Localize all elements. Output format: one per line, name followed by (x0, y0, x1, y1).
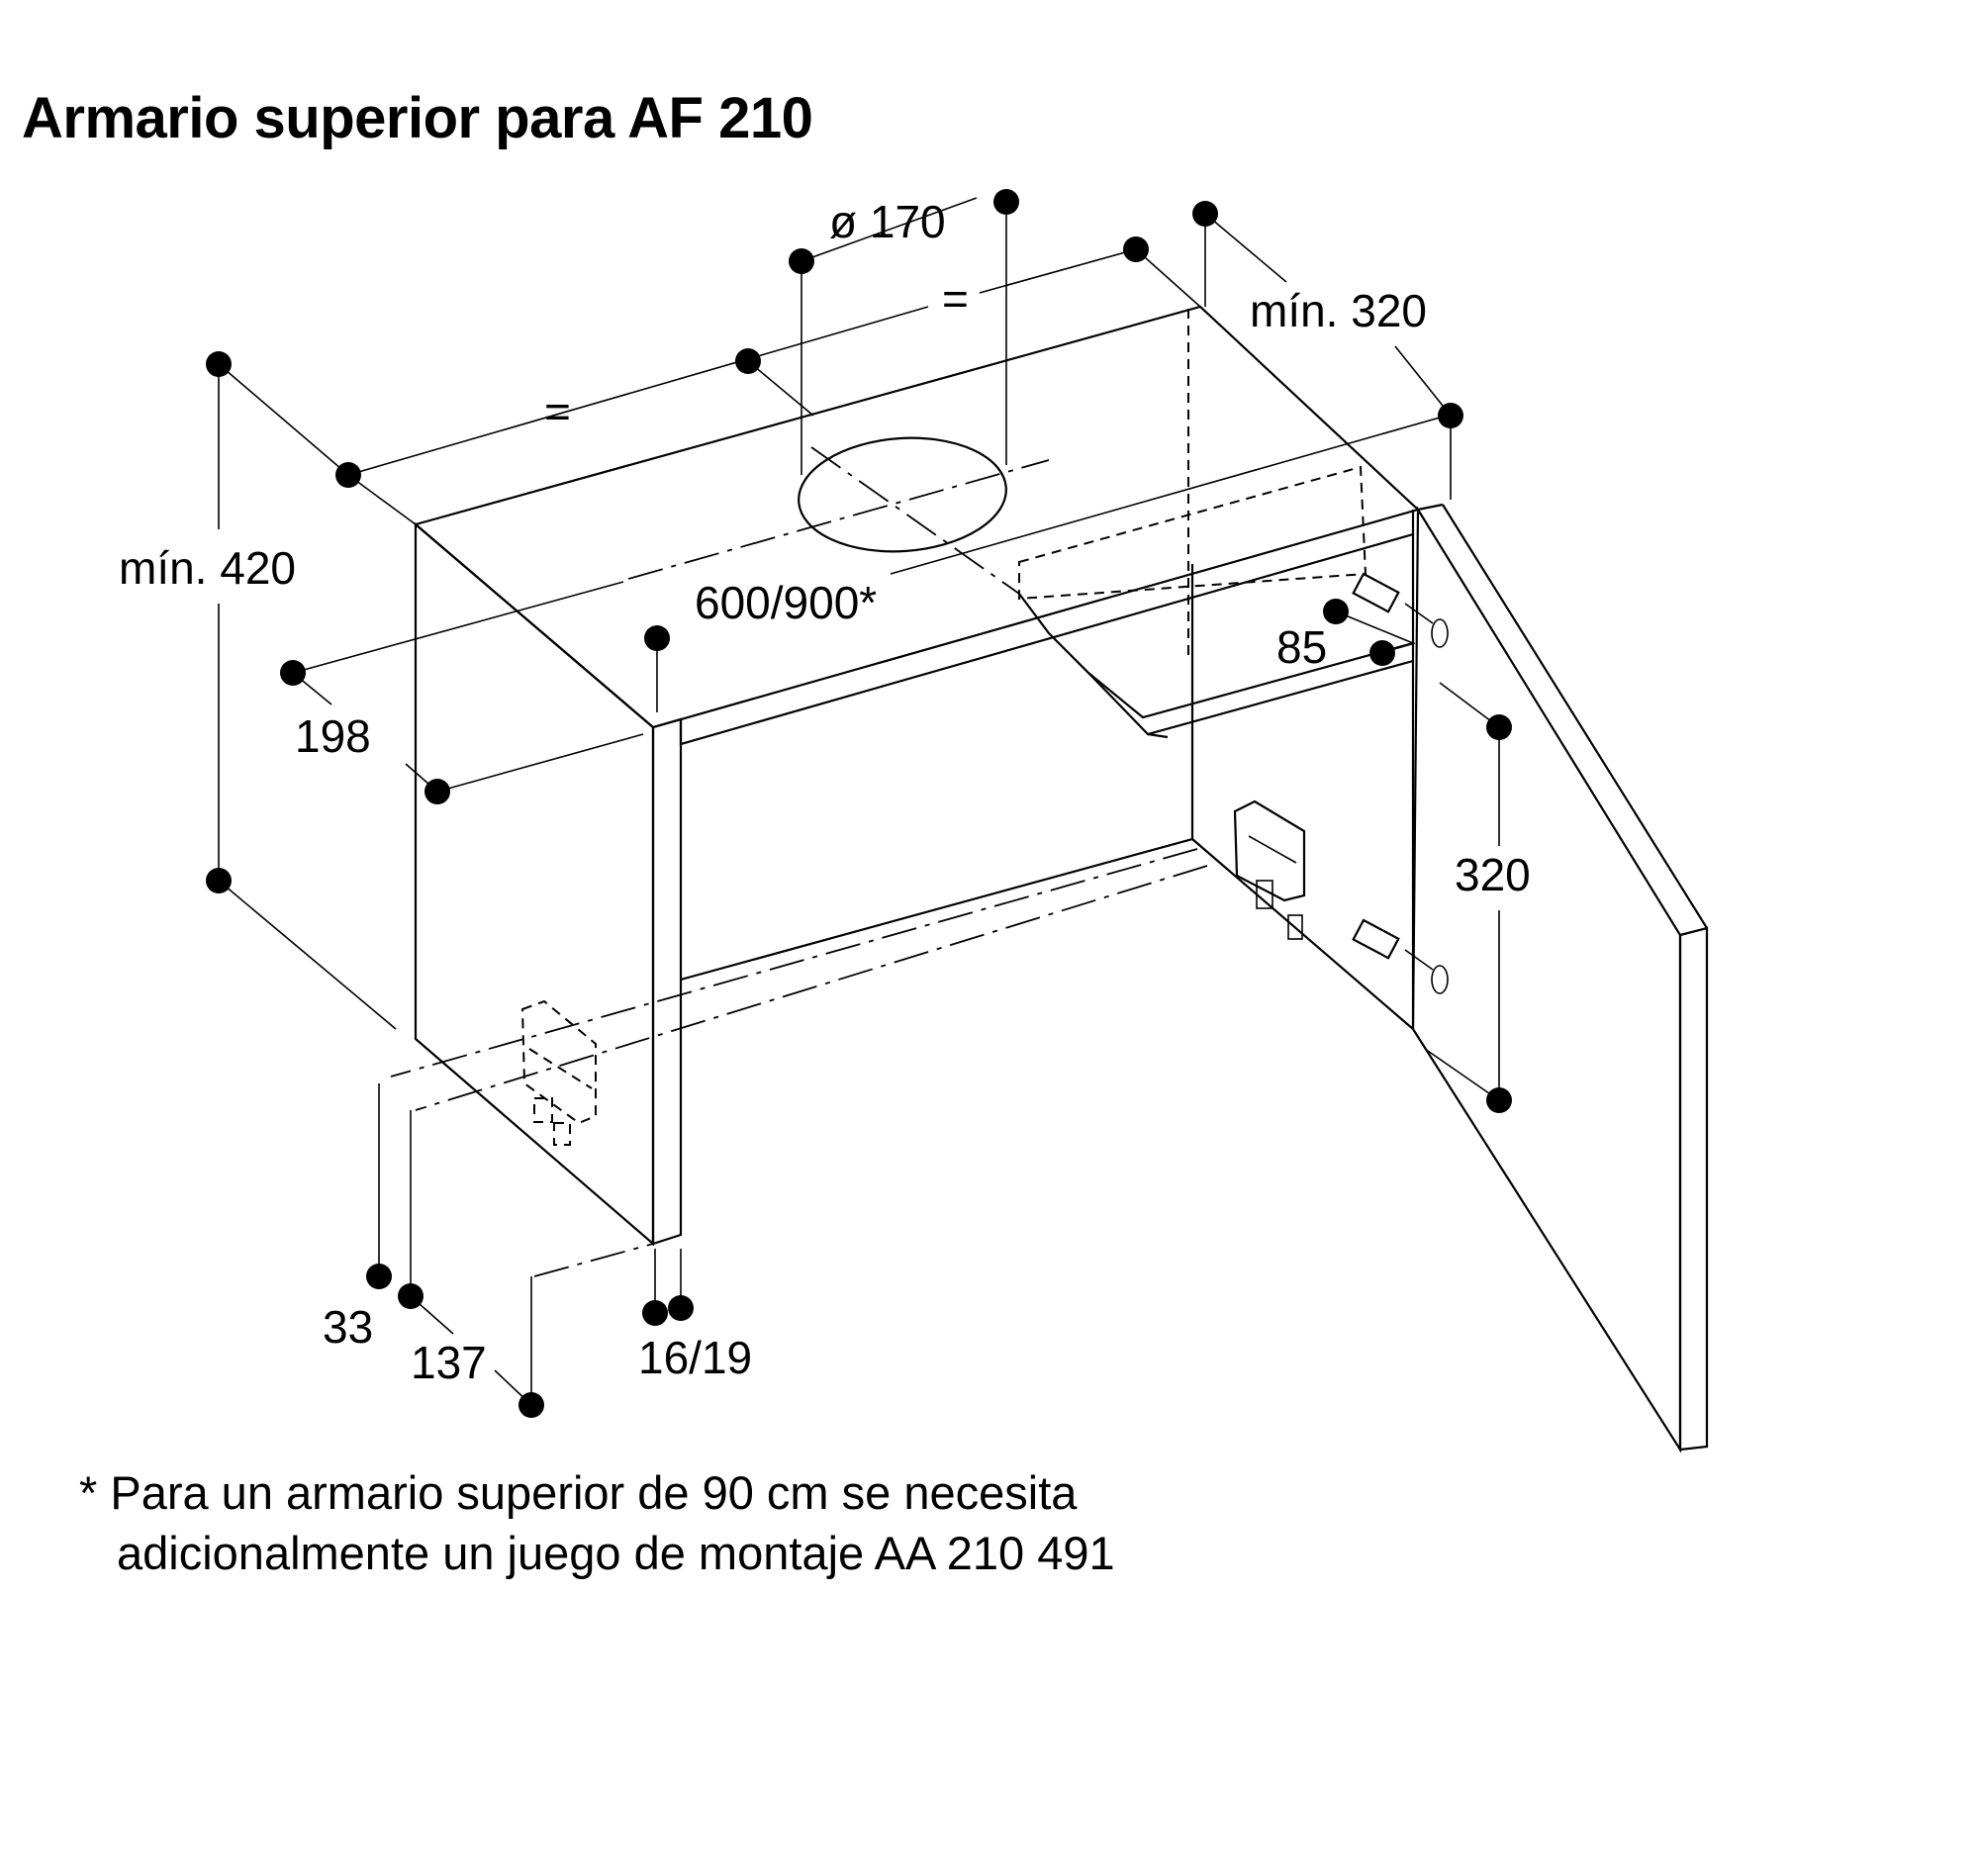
equal-right-label: = (942, 273, 969, 325)
footnote-line-1: * Para un armario superior de 90 cm se n… (79, 1466, 1078, 1519)
min-height-label: mín. 420 (119, 542, 296, 594)
width-label: 600/900* (695, 577, 877, 628)
hood-lower-lip (1087, 659, 1414, 736)
door-edge-join (1442, 504, 1708, 929)
dimension-dot (668, 1295, 694, 1321)
lower-hinge (1352, 918, 1449, 994)
door-panel (1411, 506, 1682, 1454)
bottom-137-label: 137 (411, 1337, 487, 1388)
door-top-edge (1417, 503, 1444, 512)
footnote: * Para un armario superior de 90 cm se n… (79, 1462, 1115, 1583)
door-edge (1678, 926, 1709, 1452)
min-depth-label: mín. 320 (1250, 285, 1427, 336)
dimension-dot (518, 1392, 544, 1418)
bottom-33-label: 33 (323, 1301, 373, 1353)
footnote-line-2: adicionalmente un juego de montaje AA 21… (117, 1527, 1115, 1579)
hood-front-lip (1018, 593, 1414, 719)
duct-opening (798, 436, 1007, 553)
cabinet-door (1411, 503, 1709, 1454)
dimension-dot (735, 348, 761, 374)
dimension-dot (993, 189, 1019, 215)
panel-thickness-label: 16/19 (638, 1332, 752, 1383)
extractor-hood (1018, 465, 1414, 739)
dimension-dot (1123, 236, 1149, 262)
center-lines (390, 446, 1208, 1277)
diameter-label: ø 170 (829, 196, 946, 247)
dimension-dot (1192, 201, 1218, 227)
equal-left-label: = (544, 386, 571, 437)
hood-bottom-line (1147, 732, 1169, 739)
right-mounting-bracket (1233, 799, 1306, 940)
dimension-dot (206, 868, 232, 893)
dimension-lines: ø 170 = = mín. 320 (119, 189, 1531, 1418)
upper-hinge (1352, 572, 1449, 648)
inner-offset-label: 85 (1276, 621, 1327, 673)
dimension-dot (424, 779, 450, 804)
dimension-dot (1369, 640, 1395, 666)
cabinet-left-side-panel (414, 521, 655, 1247)
dimension-dot (642, 1300, 668, 1326)
drawing-title: Armario superior para AF 210 (22, 86, 813, 150)
cabinet-top-panel (413, 305, 1421, 729)
cabinet-body (413, 305, 1421, 1247)
dimension-dot (1323, 599, 1349, 624)
dimension-dot (1438, 403, 1463, 428)
dimension-dot (1486, 714, 1512, 740)
dimension-dot (789, 248, 814, 274)
dimension-dot (206, 351, 232, 377)
hinges (1352, 572, 1449, 994)
cabinet-front-rail (679, 510, 1415, 746)
dimension-dot (366, 1264, 392, 1289)
dimension-dot (1486, 1087, 1512, 1113)
hinge-distance-label: 320 (1455, 849, 1531, 900)
cabinet-front-edge (651, 717, 683, 1246)
left-mounting-bracket (520, 999, 597, 1146)
dimension-dot (644, 625, 670, 651)
mounting-brackets (520, 799, 1306, 1146)
front-offset-label: 198 (295, 710, 371, 762)
dimension-dot (398, 1283, 424, 1309)
